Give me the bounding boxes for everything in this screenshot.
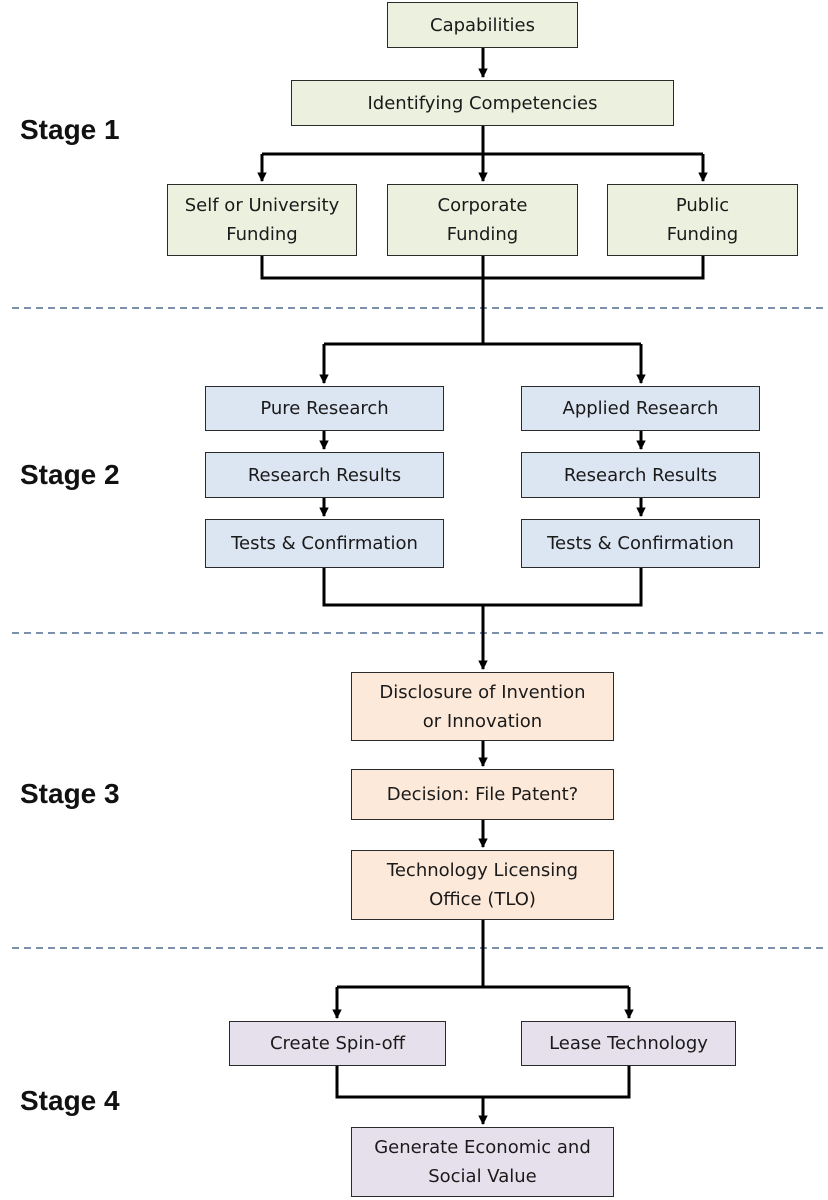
node-tests-confirmation-left: Tests & Confirmation xyxy=(205,519,444,568)
node-tests-confirmation-right: Tests & Confirmation xyxy=(521,519,760,568)
connector-funding-merge xyxy=(260,256,705,344)
connector-tests-merge xyxy=(322,568,643,607)
node-capabilities: Capabilities xyxy=(387,2,578,48)
connector-outcome-merge xyxy=(335,1066,631,1099)
stage-4-label: Stage 4 xyxy=(20,1085,120,1116)
node-decision-file-patent: Decision: File Patent? xyxy=(351,769,614,820)
stage-1-label: Stage 1 xyxy=(20,114,120,145)
node-corporate-funding: Corporate Funding xyxy=(387,184,578,256)
stage-dividers xyxy=(12,307,828,949)
node-generate-value: Generate Economic and Social Value xyxy=(351,1127,614,1197)
node-applied-research: Applied Research xyxy=(521,386,760,431)
node-pure-research: Pure Research xyxy=(205,386,444,431)
node-lease-technology: Lease Technology xyxy=(521,1021,736,1066)
node-identifying-competencies: Identifying Competencies xyxy=(291,80,674,126)
node-create-spinoff: Create Spin-off xyxy=(229,1021,446,1066)
node-research-results-right: Research Results xyxy=(521,452,760,498)
stage-2-label: Stage 2 xyxy=(20,459,120,490)
stage-3-label: Stage 3 xyxy=(20,778,120,809)
node-research-results-left: Research Results xyxy=(205,452,444,498)
node-self-funding: Self or University Funding xyxy=(167,184,357,256)
node-tlo: Technology Licensing Office (TLO) xyxy=(351,850,614,920)
node-disclosure: Disclosure of Invention or Innovation xyxy=(351,672,614,741)
node-public-funding: Public Funding xyxy=(607,184,798,256)
